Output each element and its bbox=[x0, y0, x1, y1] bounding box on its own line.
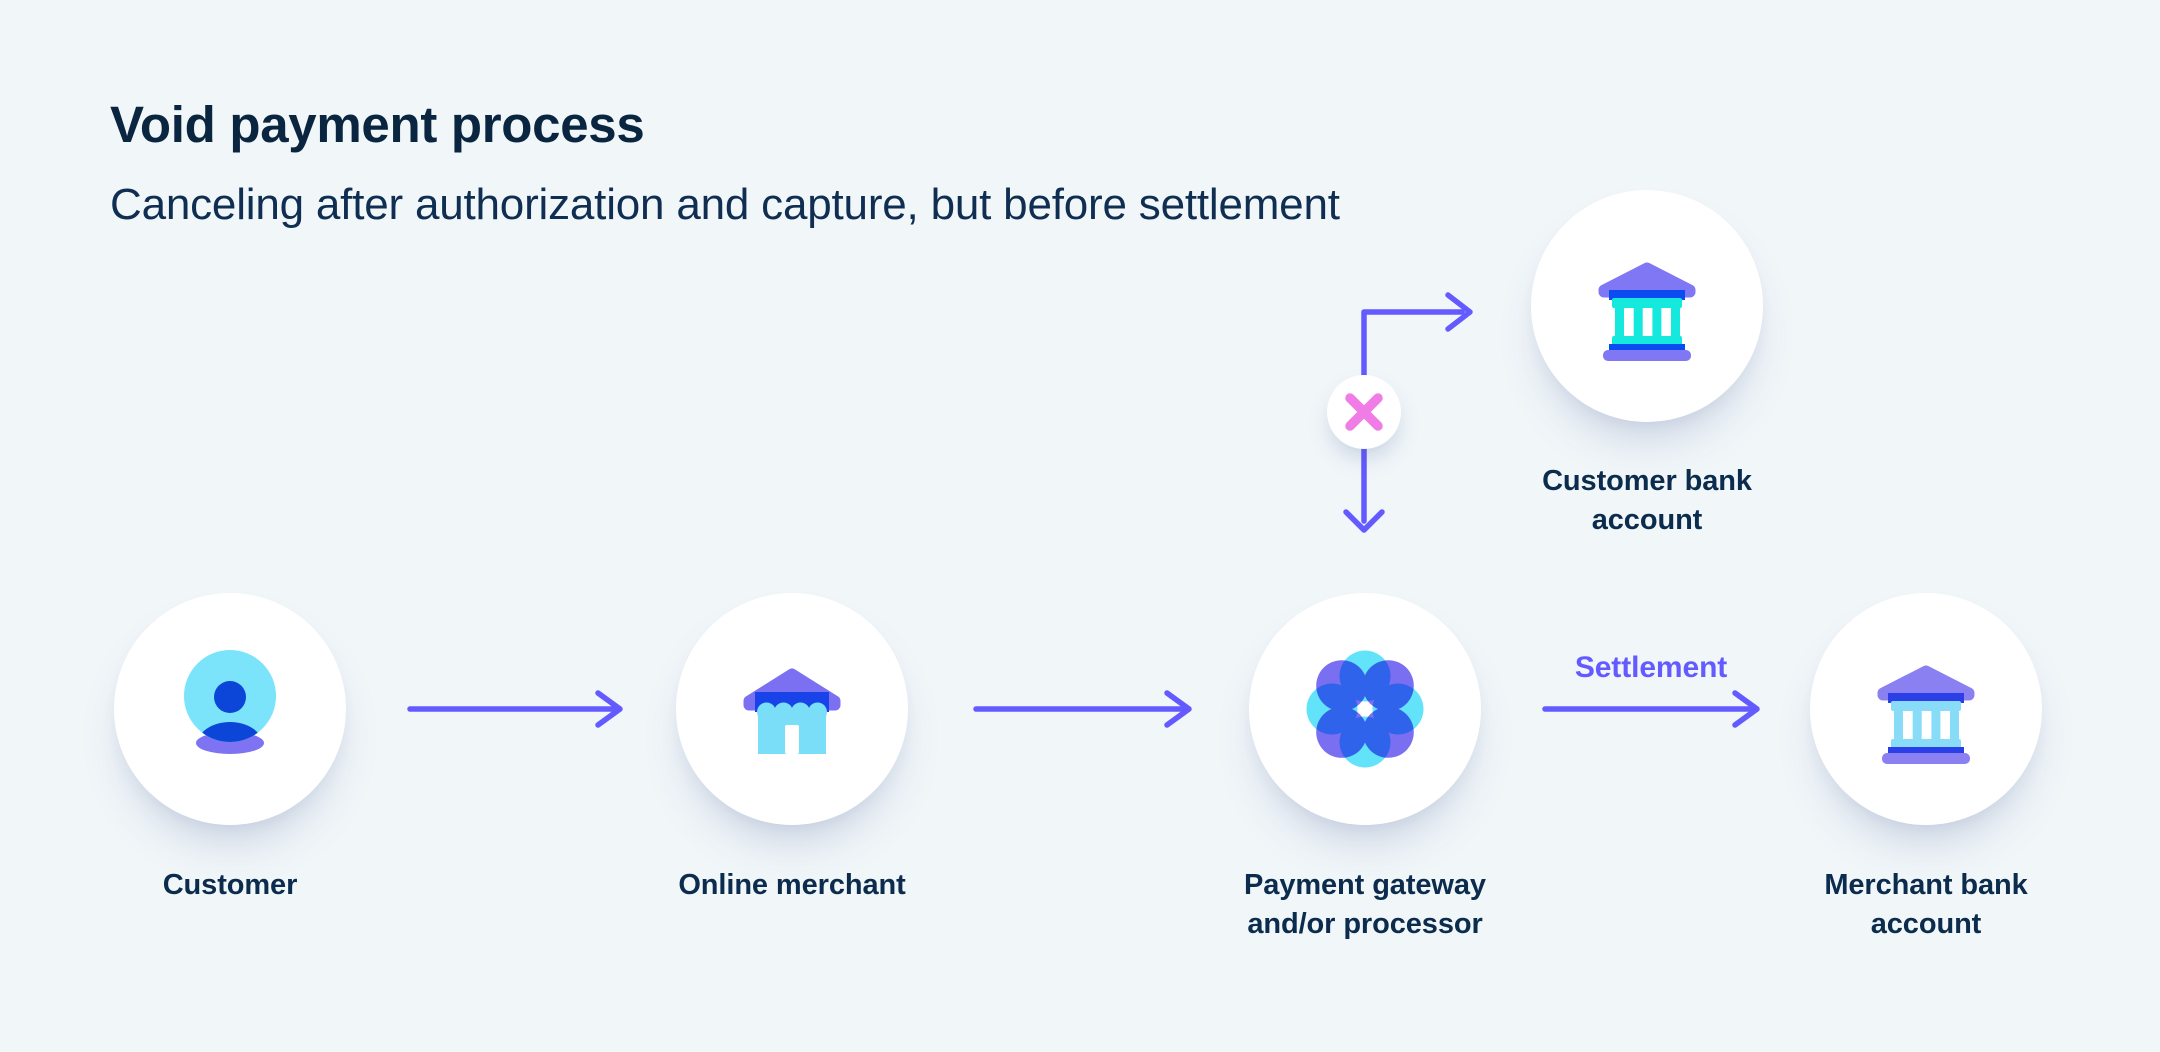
node-merchant-bank bbox=[1810, 593, 2042, 825]
arrow-merchant-to-gateway bbox=[973, 690, 1192, 728]
node-online-merchant bbox=[676, 593, 908, 825]
arrow-gateway-to-merchant-bank bbox=[1542, 690, 1760, 728]
node-payment-gateway bbox=[1249, 593, 1481, 825]
person-icon bbox=[184, 650, 276, 754]
x-icon bbox=[1345, 393, 1383, 431]
arrow-gateway-to-customer-bank-voided bbox=[1343, 292, 1473, 533]
node-label-online-merchant: Online merchant bbox=[678, 869, 906, 901]
bank-icon bbox=[1598, 262, 1696, 361]
void-x-badge bbox=[1327, 375, 1401, 449]
bank-icon bbox=[1877, 665, 1975, 764]
node-label-customer: Customer bbox=[162, 869, 298, 901]
node-customer-bank bbox=[1531, 190, 1763, 422]
node-label-merchant-bank: Merchant bank account bbox=[1824, 869, 2028, 940]
storefront-icon bbox=[743, 668, 841, 754]
settlement-label: Settlement bbox=[1574, 651, 1728, 684]
node-customer bbox=[114, 593, 346, 825]
node-label-payment-gateway: Payment gateway and/or processor bbox=[1244, 869, 1486, 940]
arrow-customer-to-merchant bbox=[407, 690, 623, 728]
page-subtitle: Canceling after authorization and captur… bbox=[110, 180, 1340, 229]
node-label-customer-bank: Customer bank account bbox=[1542, 465, 1752, 536]
gateway-flower-icon bbox=[1306, 650, 1424, 768]
page-title: Void payment process bbox=[110, 96, 645, 153]
